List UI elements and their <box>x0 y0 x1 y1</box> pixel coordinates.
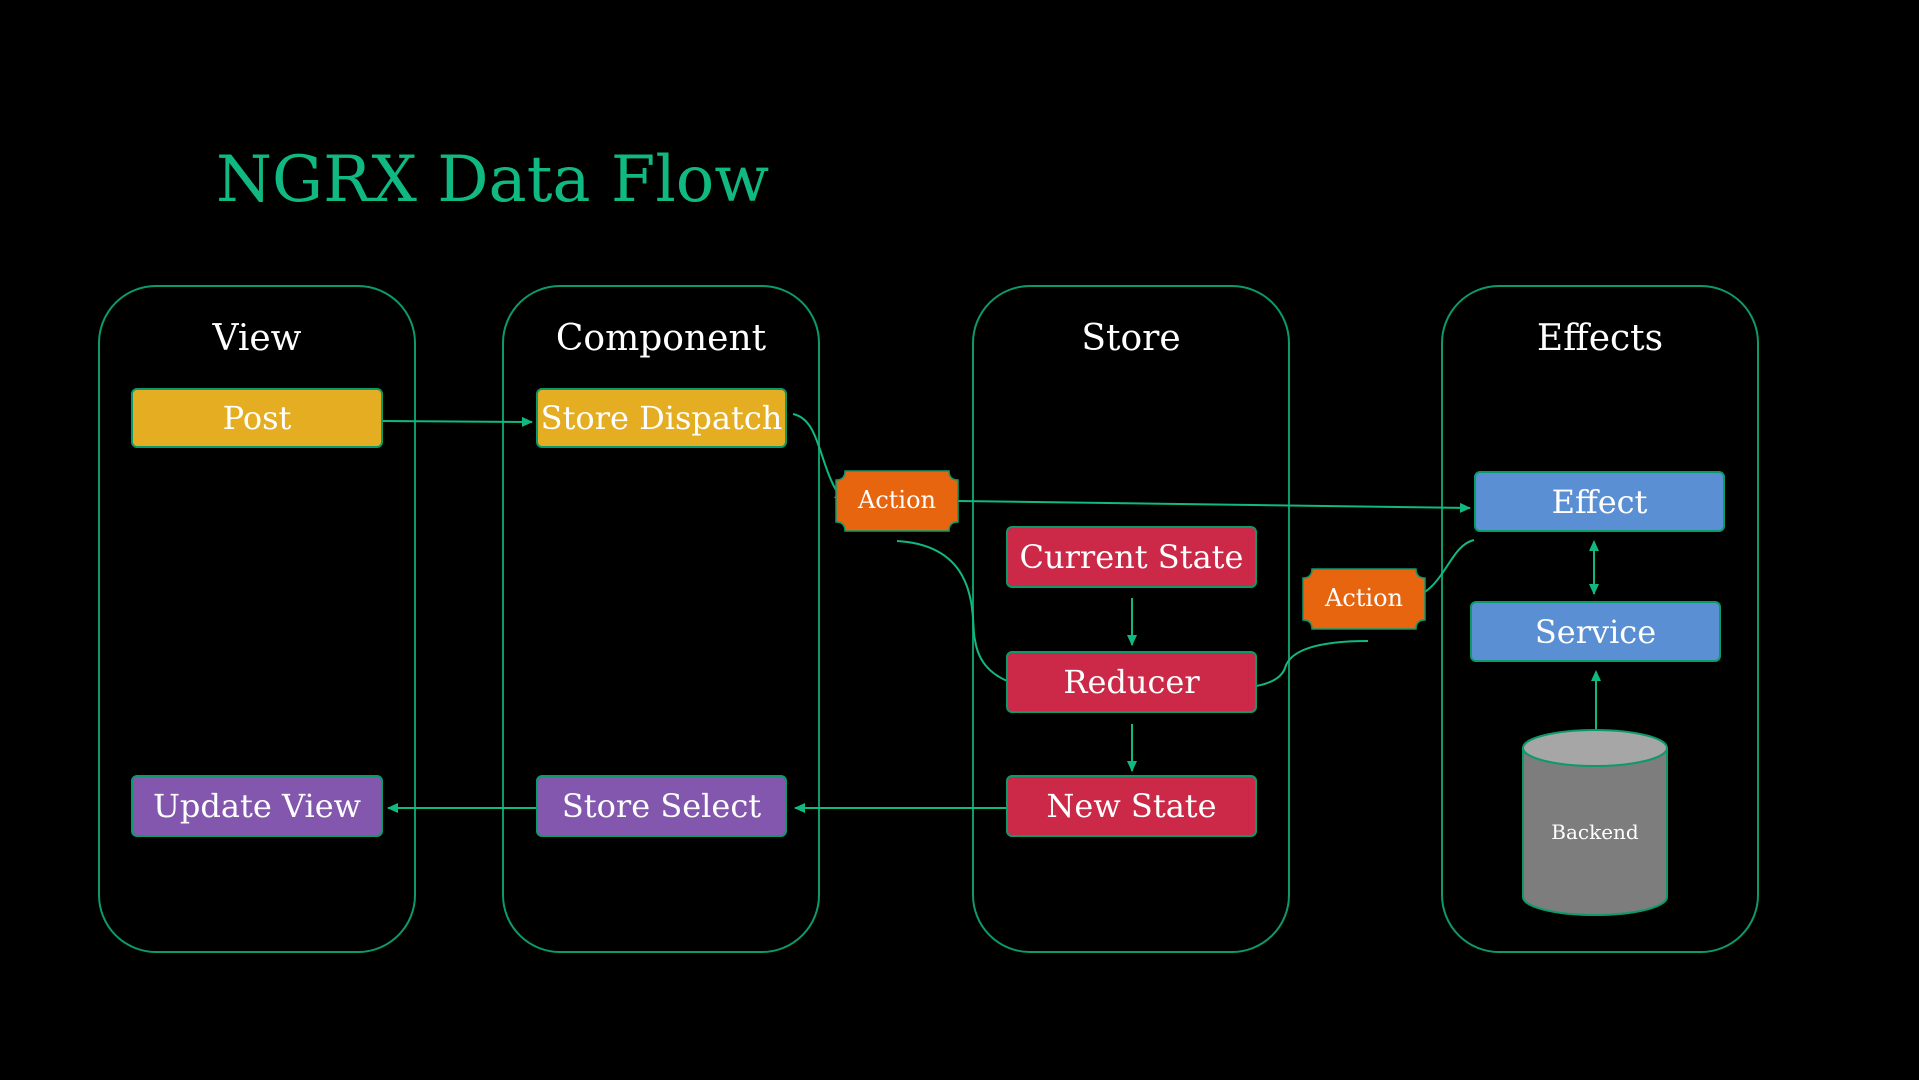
node-new-state: New State <box>1006 775 1257 837</box>
node-update-view: Update View <box>131 775 383 837</box>
lane-view-title: View <box>212 318 302 359</box>
diagram-title: NGRX Data Flow <box>216 143 770 217</box>
action-badge-dispatched: Action <box>858 486 936 514</box>
node-store-select: Store Select <box>536 775 787 837</box>
lane-store: Store <box>972 285 1290 953</box>
lane-effects: Effects <box>1441 285 1759 953</box>
node-post: Post <box>131 388 383 448</box>
lane-effects-title: Effects <box>1536 318 1664 359</box>
node-effect: Effect <box>1474 471 1725 532</box>
lane-view: View <box>98 285 416 953</box>
node-current-state: Current State <box>1006 526 1257 588</box>
node-reducer: Reducer <box>1006 651 1257 713</box>
lane-store-title: Store <box>1081 318 1181 359</box>
lane-component-title: Component <box>555 318 767 359</box>
action-badge-returned: Action <box>1325 584 1403 612</box>
backend-label: Backend <box>1551 820 1639 844</box>
node-service: Service <box>1470 601 1721 662</box>
node-store-dispatch: Store Dispatch <box>536 388 787 448</box>
lane-component: Component <box>502 285 820 953</box>
